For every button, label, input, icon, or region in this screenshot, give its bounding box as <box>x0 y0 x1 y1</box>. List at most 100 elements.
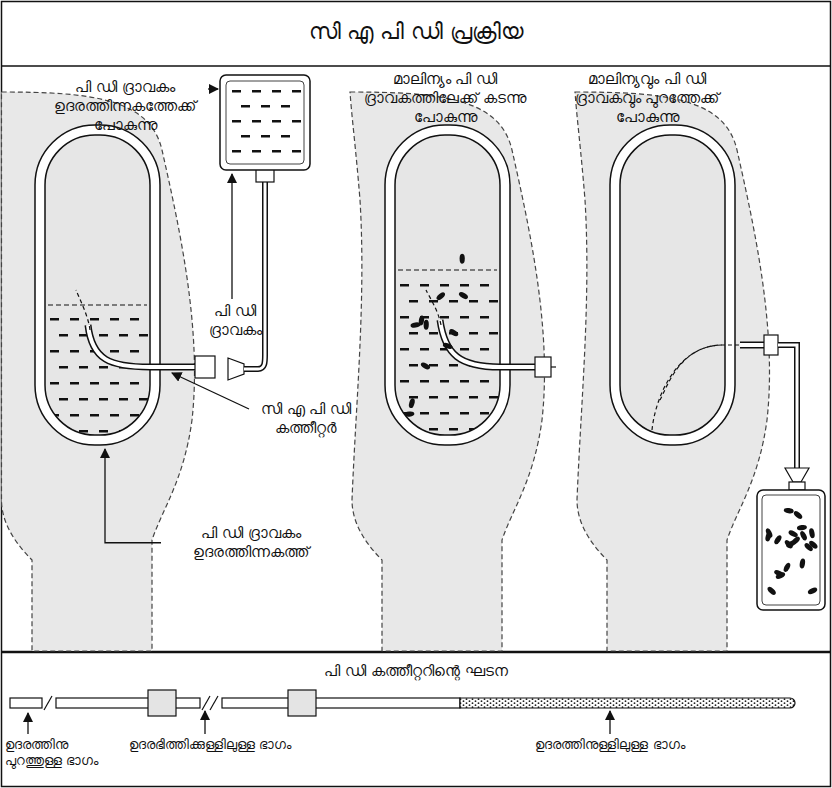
waste-particle <box>408 398 416 409</box>
waste-particle <box>808 528 815 539</box>
fluid-dash <box>139 334 148 337</box>
catheter-connector <box>764 335 778 355</box>
fluid-dash <box>70 318 79 321</box>
fluid-dash <box>460 348 469 351</box>
fluid-dash <box>480 412 489 415</box>
catheter-connector <box>195 356 215 378</box>
fluid-dash <box>429 396 438 399</box>
waste-particle <box>424 320 429 330</box>
waste-particle <box>420 361 431 370</box>
fluid-dash <box>440 380 449 383</box>
fluid-dash <box>272 120 281 123</box>
fluid-dash <box>130 350 139 353</box>
fluid-dashes <box>400 284 498 431</box>
fluid-dash <box>400 316 409 319</box>
fluid-dash <box>400 284 409 287</box>
waste-particle <box>783 507 794 514</box>
catheter-inside <box>660 345 722 400</box>
leader-arrow <box>105 449 161 543</box>
waste-particle <box>764 531 772 542</box>
leader-arrow <box>609 711 610 734</box>
catheter-connector <box>535 357 551 377</box>
fluid-bag <box>226 81 304 164</box>
fluid-dash <box>281 135 290 138</box>
fluid-dash <box>99 430 108 433</box>
fluid-dash <box>70 382 79 385</box>
fluid-dash <box>59 430 68 433</box>
part-label: പി ഡി ദ്രാവകം <box>200 302 270 340</box>
waste-particle <box>783 539 794 550</box>
catheter-inside <box>652 345 764 430</box>
catheter-tip <box>76 290 90 330</box>
fluid-dash <box>272 150 281 153</box>
part-label: പി ഡി ദ്രാവകം ഉദരത്തിന്നകത്തേക്ക് പോകുന്… <box>45 78 205 134</box>
catheter-perforated-segment <box>460 698 795 708</box>
waste-particle <box>793 510 804 520</box>
catheter-tube <box>740 342 764 349</box>
waste-particle <box>773 534 783 545</box>
drain-bag <box>762 495 820 605</box>
waste-particle <box>766 586 777 597</box>
waste-particles <box>764 507 818 596</box>
fluid-dash <box>469 396 478 399</box>
fluid-dash <box>90 318 99 321</box>
waste-particle <box>418 315 425 326</box>
fluid-dash <box>489 332 498 335</box>
fluid-dash <box>139 398 148 401</box>
peritoneum <box>35 125 160 445</box>
break-mark <box>44 696 52 710</box>
abdominal-cavity <box>395 135 500 435</box>
fluid-dash <box>449 300 458 303</box>
fluid-dash <box>400 380 409 383</box>
catheter-tube <box>440 320 537 367</box>
fluid-dash <box>440 284 449 287</box>
leader-lines <box>28 89 610 734</box>
waste-particle <box>782 562 791 573</box>
fluid-dash <box>292 150 301 153</box>
fluid-dash <box>449 364 458 367</box>
fluid-dash <box>70 414 79 417</box>
fluid-dash <box>252 90 261 93</box>
waste-particle <box>458 291 469 301</box>
fluid-dash <box>110 414 119 417</box>
fluid-dash <box>409 364 418 367</box>
fluid-dash <box>420 412 429 415</box>
fluid-dashes <box>50 318 148 433</box>
waste-particle <box>435 291 446 301</box>
fluid-dash <box>79 398 88 401</box>
fluid-dash <box>429 428 438 431</box>
catheter-wall-segment <box>222 698 460 708</box>
waste-particle <box>460 254 465 264</box>
fluid-dash <box>409 332 418 335</box>
fluid-dash <box>90 382 99 385</box>
waste-particles <box>404 254 469 417</box>
part-label: മാലിന്യം പി ഡി ദ്രാവകത്തിലേക്ക് കടന്നു പ… <box>350 70 540 126</box>
catheter-external-segment <box>10 698 42 708</box>
fluid-dash <box>409 396 418 399</box>
waste-particle <box>797 524 808 531</box>
break-mark <box>202 696 210 710</box>
drain-tube <box>778 345 797 470</box>
bag-neck <box>789 482 805 490</box>
leader-arrow <box>27 713 28 734</box>
drain-funnel <box>785 468 809 482</box>
leader-arrow <box>208 88 218 89</box>
fluid-dash <box>110 382 119 385</box>
drain-bag <box>757 490 825 610</box>
fluid-dash <box>232 90 241 93</box>
catheter-tube <box>740 343 764 347</box>
fluid-dash <box>409 428 418 431</box>
bag-tube <box>244 182 265 369</box>
fluid-dash <box>460 284 469 287</box>
waste-particle <box>404 411 414 417</box>
waste-particle <box>799 558 806 569</box>
fluid-dash <box>50 350 59 353</box>
fluid-dash <box>50 414 59 417</box>
fluid-dash <box>241 105 250 108</box>
fluid-dash <box>99 334 108 337</box>
fluid-dash <box>429 332 438 335</box>
fluid-dash <box>50 382 59 385</box>
catheter-tube <box>88 325 197 367</box>
body-silhouette <box>350 92 545 651</box>
header-rule <box>2 65 831 67</box>
